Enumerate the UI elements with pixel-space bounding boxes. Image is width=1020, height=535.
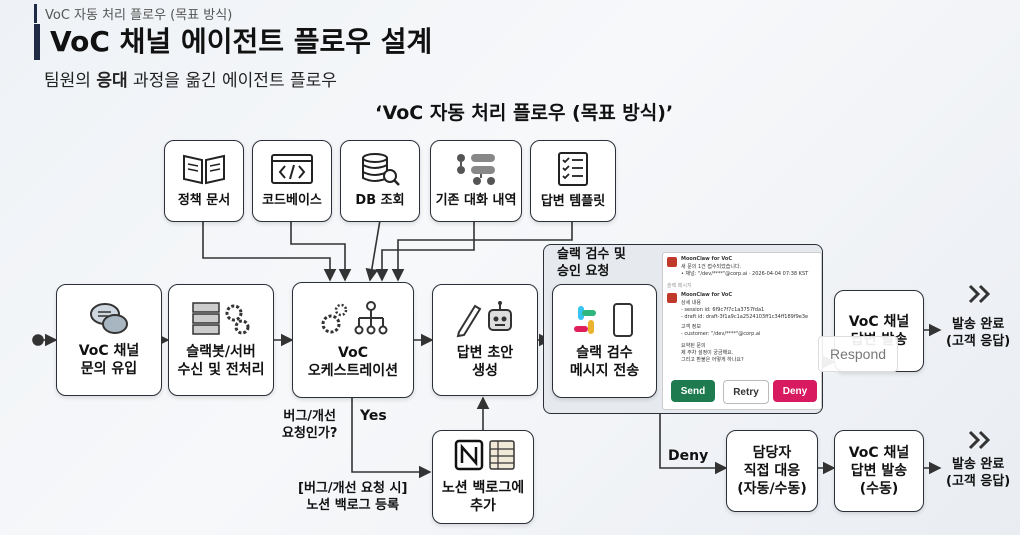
pen-robot-icon — [456, 301, 512, 338]
bot-name: MoonClaw for VoC — [681, 256, 733, 262]
step-label-line: 슬랙봇/서버 — [186, 344, 256, 360]
send-button[interactable]: Send — [671, 380, 715, 402]
chat-bubbles-icon — [90, 303, 128, 334]
source-label: 답변 템플릿 — [540, 194, 606, 209]
panel-label-line: 슬랙 검수 및 — [557, 247, 626, 262]
bug-note-line: [버그/개선 요청 시] — [298, 481, 408, 496]
checklist-icon — [558, 152, 588, 186]
code-window-icon — [271, 154, 313, 184]
message-line: 요약된 문의 — [681, 343, 706, 349]
step-manual-handling: 담당자 직접 대응 (자동/수동) — [726, 430, 818, 512]
subtitle-post: 과정을 옮긴 에이전트 플로우 — [127, 71, 337, 91]
step-manual-send: VoC 채널 답변 발송 (수동) — [834, 430, 924, 512]
double-chevron-right-icon — [968, 430, 991, 450]
branch-question: 버그/개선 요청인가? — [282, 408, 337, 442]
step-label-line: 수신 및 전처리 — [177, 362, 265, 378]
bug-note-line: 노션 백로그 등록 — [306, 498, 400, 513]
slack-phone-icon — [573, 303, 633, 337]
branch-question-line: 요청인가? — [282, 426, 338, 441]
step-preprocess: 슬랙봇/서버 수신 및 전처리 — [168, 284, 274, 396]
message-section-label: 슬랙 메시지 — [667, 283, 692, 289]
message-line: 새 문의 1건 접수되었습니다. — [681, 264, 742, 270]
step-label-line: (자동/수동) — [737, 481, 807, 497]
completion-line: 발송 완료 — [951, 317, 1005, 332]
completion-line: (고객 응답) — [946, 474, 1011, 489]
bot-avatar-icon — [667, 257, 677, 267]
subtitle-pre: 팀원의 — [44, 71, 97, 91]
gears-hierarchy-icon — [321, 301, 388, 335]
message-line: 제 주차 설정이 궁금해요. — [681, 350, 734, 356]
message-line: • 채널: "/dev/****"@corp.ai · 2026-04-04 0… — [681, 271, 809, 277]
message-line: 고객 정보 — [681, 324, 701, 330]
server-gears-icon — [192, 302, 250, 335]
source-reply-templates: 답변 템플릿 — [530, 140, 616, 222]
breadcrumb: VoC 자동 처리 플로우 (목표 방식) — [34, 4, 232, 23]
step-label-line: 추가 — [470, 498, 496, 514]
step-label-line: 답변 발송 — [850, 463, 908, 479]
source-label: 정책 문서 — [177, 193, 231, 208]
page-title: VoC 채널 에이전트 플로우 설계 — [34, 24, 432, 60]
deny-button[interactable]: Deny — [773, 380, 817, 402]
step-label-line: VoC 채널 — [848, 314, 910, 330]
step-orchestration: VoC 오케스트레이션 — [292, 282, 414, 398]
source-label: 코드베이스 — [262, 193, 322, 208]
step-label-line: 생성 — [472, 363, 498, 379]
panel-label-line: 승인 요청 — [557, 264, 610, 279]
diagram-title: ‘VoC 자동 처리 플로우 (목표 방식)’ — [375, 102, 674, 124]
completion-top: 발송 완료 (고객 응답) — [946, 316, 1010, 350]
step-label-line: VoC 채널 — [848, 445, 910, 461]
step-voc-inflow: VoC 채널 문의 유입 — [56, 284, 162, 396]
source-label: 기존 대화 내역 — [435, 193, 517, 208]
branch-deny-label: Deny — [668, 448, 709, 464]
completion-line: (고객 응답) — [946, 334, 1011, 349]
source-chat-history: 기존 대화 내역 — [430, 140, 522, 222]
step-label-line: VoC — [338, 345, 368, 361]
database-search-icon — [362, 153, 400, 186]
panel-label: 슬랙 검수 및 승인 요청 — [557, 246, 626, 280]
step-label-line: 슬랙 검수 — [576, 345, 633, 361]
notion-table-icon — [454, 439, 515, 471]
message-line: - session id: 6f9c7f7c1a3757fda1 — [681, 307, 765, 313]
message-line: - draft id: draft-3f1a9c1a2524103ff1c34f… — [681, 314, 809, 320]
flow-nodes-icon — [457, 154, 495, 185]
message-line: 그리고 환불은 어떻게 하나요? — [681, 357, 744, 363]
bug-note: [버그/개선 요청 시] 노션 백로그 등록 — [298, 480, 407, 514]
step-label-line: 노션 백로그에 — [441, 480, 525, 496]
slack-message-card: MoonClaw for VoC 새 문의 1건 접수되었습니다. • 채널: … — [662, 252, 822, 410]
step-slack-review: 슬랙 검수 메시지 전송 — [552, 284, 657, 398]
respond-tooltip: Respond — [818, 336, 898, 372]
bot-avatar-icon — [667, 293, 677, 303]
step-label-line: 메시지 전송 — [569, 363, 640, 379]
branch-question-line: 버그/개선 — [283, 409, 336, 424]
retry-button[interactable]: Retry — [723, 380, 769, 404]
step-label-line: 오케스트레이션 — [307, 363, 399, 379]
source-db-lookup: DB 조회 — [340, 140, 420, 222]
completion-bottom: 발송 완료 (고객 응답) — [946, 456, 1010, 490]
step-label-line: 답변 초안 — [456, 345, 514, 361]
source-label: DB 조회 — [355, 193, 405, 208]
step-label-line: 문의 유입 — [80, 361, 138, 377]
subtitle-bold: 응대 — [96, 71, 128, 91]
branch-yes-label: Yes — [360, 408, 387, 424]
step-label-line: 직접 대응 — [743, 463, 801, 479]
step-notion-backlog: 노션 백로그에 추가 — [432, 430, 534, 524]
message-line: - customer: "/dev/****"@corp.ai — [681, 331, 761, 337]
book-icon — [183, 154, 225, 185]
step-label-line: VoC 채널 — [78, 343, 140, 359]
step-label-line: (수동) — [859, 481, 899, 497]
source-policy-docs: 정책 문서 — [164, 140, 244, 222]
bot-name: MoonClaw for VoC — [681, 292, 733, 298]
source-codebase: 코드베이스 — [252, 140, 332, 222]
page-subtitle: 팀원의 응대 과정을 옮긴 에이전트 플로우 — [44, 66, 337, 91]
double-chevron-right-icon — [968, 284, 991, 304]
step-draft-generation: 답변 초안 생성 — [432, 284, 538, 396]
message-line: 상세 내용 — [681, 300, 701, 306]
completion-line: 발송 완료 — [951, 457, 1005, 472]
step-label-line: 담당자 — [752, 445, 792, 461]
